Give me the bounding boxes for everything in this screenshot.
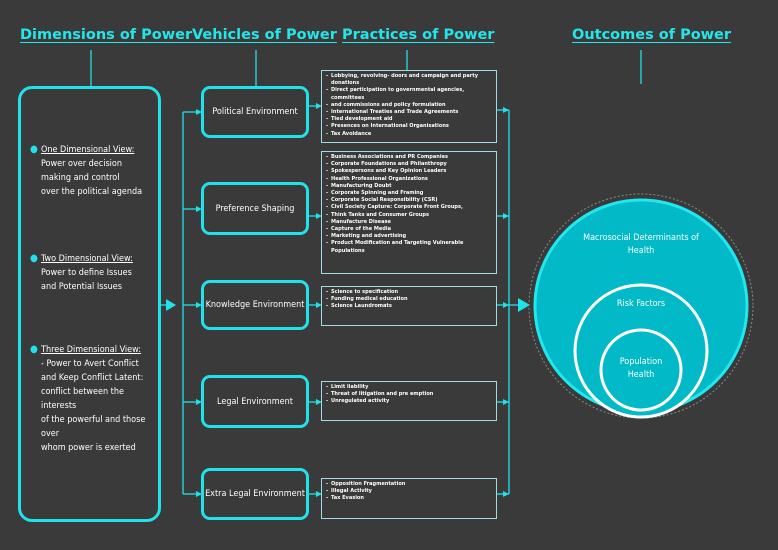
practice-item: Spokespersons and Key Opinion Leaders <box>326 168 492 175</box>
bullet-icon: ● <box>30 344 38 355</box>
practice-item: Presences on International Organisations <box>326 123 492 130</box>
arrow-to-outcomes <box>518 298 530 312</box>
practice-item: Unregulated activity <box>326 398 492 405</box>
outcome-macrosocial-label: Macrosocial Determinants of Health <box>583 233 699 256</box>
practices-header: Practices of Power <box>342 27 495 43</box>
practice-item: Think Tanks and Consumer Groups <box>326 212 492 219</box>
practice-item: Corporate Spinning and Framing <box>326 190 492 197</box>
practice-item: Business Associations and PR Companies <box>326 154 492 161</box>
dimension-two-title: Two Dimensional View: <box>41 254 133 264</box>
practice-item: Science to specification <box>326 289 492 296</box>
practices-box-knowledge: Science to specification Funding medical… <box>321 286 497 326</box>
dimension-one-title: One Dimensional View: <box>41 145 135 155</box>
practice-item: Lobbying, revolving- doors and campaign … <box>326 73 492 87</box>
practice-item: Funding medical education <box>326 296 492 303</box>
practices-box-preference: Business Associations and PR Companies C… <box>321 151 497 274</box>
practice-item: Tied development aid <box>326 116 492 123</box>
dimension-two-line: Power to define Issues <box>41 268 132 278</box>
dimension-one: ● One Dimensional View: Power over decis… <box>30 143 157 199</box>
practices-list-legal: Limit liability Threat of litigation and… <box>326 384 492 406</box>
practice-item: Civil Society Capture: Corporate Front G… <box>326 204 492 211</box>
outcome-population-health-label: Population Health <box>619 357 663 380</box>
vehicle-preference-shaping: Preference Shaping <box>201 182 309 235</box>
dimension-three-line: of the powerful and those over <box>41 415 146 439</box>
practice-item: Tax Evasion <box>326 495 492 502</box>
practices-list-knowledge: Science to specification Funding medical… <box>326 289 492 311</box>
vehicles-header: Vehicles of Power <box>192 27 337 43</box>
population-health-circle <box>599 328 683 412</box>
vehicle-political-environment: Political Environment <box>201 86 309 138</box>
dimension-three-line: and Keep Conflict Latent: <box>41 373 144 383</box>
practice-item: Illegal Activity <box>326 488 492 495</box>
dimension-two-line: and Potential Issues <box>41 282 122 292</box>
vehicle-legal-environment: Legal Environment <box>201 375 309 428</box>
practice-item: Corporate Foundations and Philanthropy <box>326 161 492 168</box>
outcomes-header: Outcomes of Power <box>572 27 732 43</box>
dimension-three-line: whom power is exerted <box>41 443 136 453</box>
practice-item: Tax Avoidance <box>326 131 492 138</box>
dimensions-box: ● One Dimensional View: Power over decis… <box>18 86 161 522</box>
practice-item: Capture of the Media <box>326 226 492 233</box>
dimension-two: ● Two Dimensional View: Power to define … <box>30 252 157 294</box>
practice-item: Manufacturing Doubt <box>326 183 492 190</box>
practice-item: Science Laundromats <box>326 303 492 310</box>
vehicle-extra-legal-environment: Extra Legal Environment <box>201 468 309 520</box>
practices-box-political: Lobbying, revolving- doors and campaign … <box>321 70 497 143</box>
practices-box-legal: Limit liability Threat of litigation and… <box>321 381 497 421</box>
practices-list-preference: Business Associations and PR Companies C… <box>326 154 492 255</box>
practices-list-political: Lobbying, revolving- doors and campaign … <box>326 73 492 138</box>
practice-item: International Treaties and Trade Agreeme… <box>326 109 492 116</box>
practice-item: Marketing and advertising <box>326 233 492 240</box>
dimension-three-line: - Power to Avert Conflict <box>41 359 139 369</box>
practices-list-extra-legal: Opposition Fragmentation Illegal Activit… <box>326 481 492 503</box>
practice-item: Direct participation to governmental age… <box>326 87 492 101</box>
dimension-one-line: Power over decision <box>41 159 123 169</box>
dimension-three-title: Three Dimensional View: <box>41 345 142 355</box>
vehicle-knowledge-environment: Knowledge Environment <box>201 280 309 330</box>
dimension-one-line: over the political agenda <box>41 187 143 197</box>
practice-item: Threat of litigation and pre emption <box>326 391 492 398</box>
outer-dashed-ring <box>528 193 754 419</box>
practice-item: Limit liability <box>326 384 492 391</box>
practice-item: and commissions and policy formulation <box>326 102 492 109</box>
dimensions-header: Dimensions of Power <box>20 27 193 43</box>
bullet-icon: ● <box>30 253 38 264</box>
practice-item: Manufacture Disease <box>326 219 492 226</box>
bullet-icon: ● <box>30 144 38 155</box>
practice-item: Opposition Fragmentation <box>326 481 492 488</box>
practice-item: Health Professional Organizations <box>326 176 492 183</box>
dimension-one-line: making and control <box>41 173 120 183</box>
practices-box-extra-legal: Opposition Fragmentation Illegal Activit… <box>321 478 497 519</box>
practice-item: Corporate Social Responsibility (CSR) <box>326 197 492 204</box>
outcome-risk-factors-label: Risk Factors <box>616 299 666 309</box>
dimension-three: ● Three Dimensional View: - Power to Ave… <box>30 343 161 455</box>
dimension-three-line: conflict between the interests <box>41 387 124 411</box>
outcomes-circles <box>528 193 754 419</box>
practice-item: Product Modification and Targeting Vulne… <box>326 240 492 254</box>
arrow-to-vehicles <box>166 299 176 311</box>
